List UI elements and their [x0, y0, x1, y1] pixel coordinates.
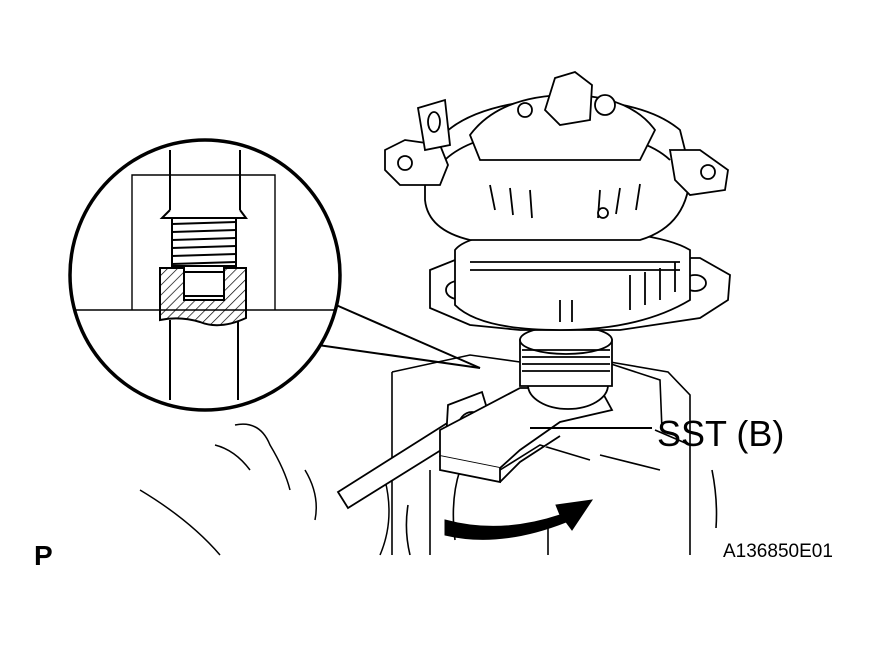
alternator-body	[385, 72, 730, 330]
figure-id-label: A136850E01	[723, 541, 833, 562]
callout-leader	[318, 305, 480, 368]
alternator-pulley	[520, 326, 612, 409]
detail-magnifier	[70, 140, 340, 410]
rotation-arrow	[445, 500, 592, 539]
view-letter-label: P	[34, 540, 53, 571]
hand-outline	[140, 424, 389, 555]
sst-b-label: SST (B)	[657, 413, 785, 454]
